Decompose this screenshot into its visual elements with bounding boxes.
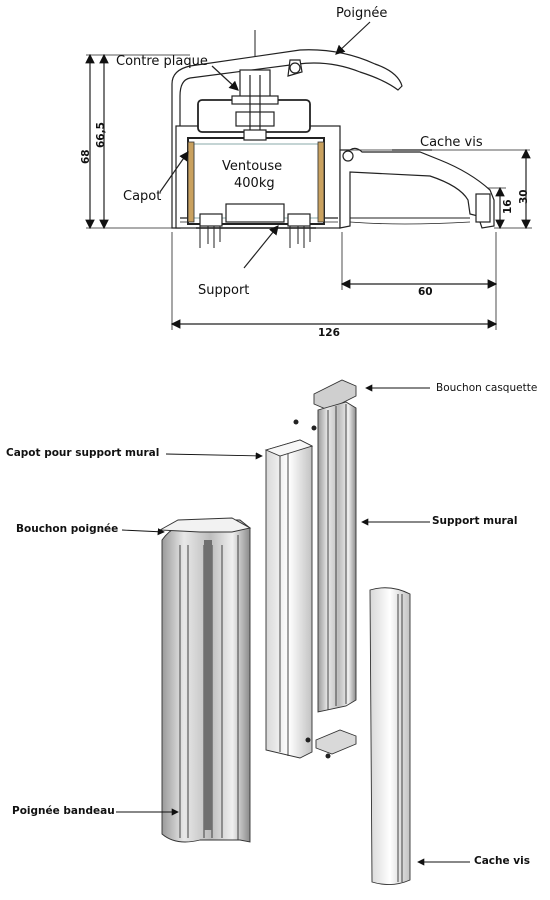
label-ventouse-load: 400kg (234, 176, 275, 191)
label-poignee: Poignée (336, 6, 388, 21)
support-mural-part (317, 401, 357, 713)
dim-16: 16 (502, 199, 514, 214)
label-poignee-bandeau: Poignée bandeau (12, 805, 115, 817)
dim-60: 60 (418, 286, 433, 298)
label-bouchon-casquette: Bouchon casquette (436, 382, 538, 394)
cross-section (85, 21, 532, 330)
capot-support-mural-part (264, 439, 314, 759)
dim-30: 30 (518, 189, 530, 204)
poignee-bandeau-part (158, 517, 252, 843)
label-cache-vis-section: Cache vis (420, 135, 483, 150)
bouchon-casquette-part (313, 379, 357, 411)
exploded-view (116, 379, 470, 885)
label-support: Support (198, 283, 250, 298)
label-bouchon-poignee: Bouchon poignée (16, 523, 119, 535)
cache-vis-part (369, 587, 411, 885)
cache-vis-profile (339, 147, 495, 229)
label-cache-vis-exploded: Cache vis (474, 855, 530, 867)
poignee-profile (171, 49, 403, 229)
label-ventouse: Ventouse (222, 159, 283, 174)
label-contre-plaque: Contre plaque (116, 54, 208, 69)
label-capot: Capot (123, 189, 162, 204)
label-support-mural: Support mural (432, 515, 518, 527)
dim-68: 68 (80, 149, 92, 164)
support-bracket (315, 729, 357, 755)
dim-126: 126 (318, 327, 340, 339)
label-capot-support-mural: Capot pour support mural (6, 447, 160, 459)
dim-66-5: 66,5 (95, 122, 107, 148)
